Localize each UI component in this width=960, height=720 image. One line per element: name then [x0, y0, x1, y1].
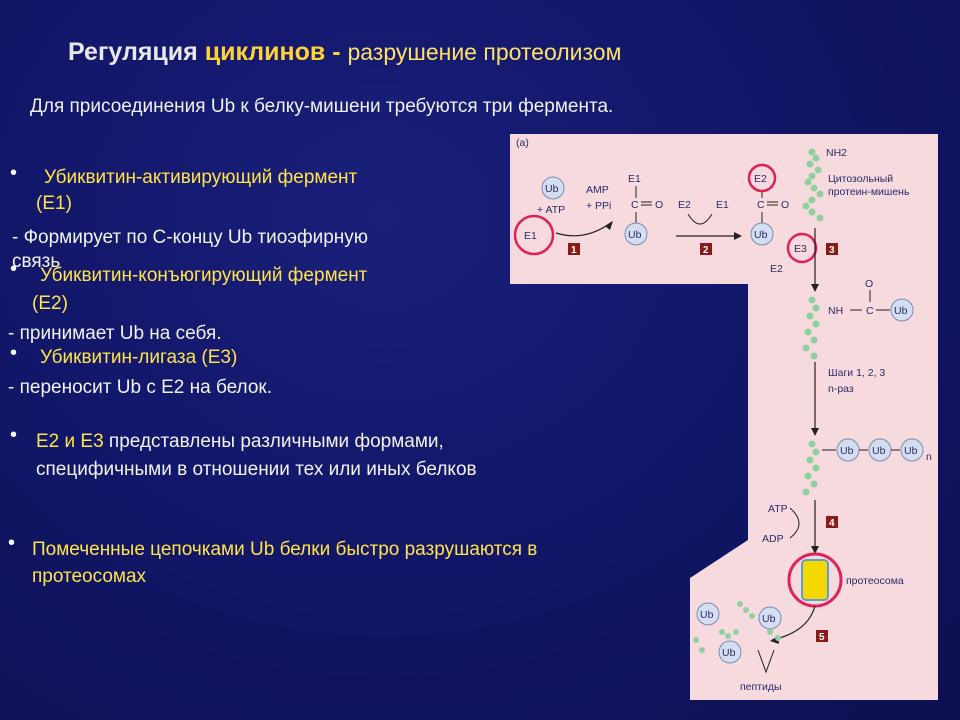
- e1-label: E1: [716, 199, 729, 211]
- ub-label: Ub: [722, 647, 736, 659]
- peptide-line: [757, 649, 775, 674]
- arrow-head-icon: [605, 221, 613, 230]
- ub-bubble: [718, 640, 742, 664]
- ub-bubble: [696, 602, 720, 626]
- enzyme-e3-name: Убиквитин-лигаза (E3): [40, 347, 238, 368]
- oxygen-label: O: [781, 199, 789, 211]
- step-badge: [826, 243, 838, 255]
- ub-label: Ub: [700, 609, 714, 621]
- enzyme-e1-desc-cont: связь: [12, 251, 61, 272]
- proteasome-label: протеосома: [846, 575, 904, 587]
- e2-label: E2: [770, 263, 783, 275]
- carbon-label: C: [631, 199, 639, 211]
- amp-label: AMP: [586, 184, 609, 196]
- step-badge: [816, 630, 828, 642]
- peptide-fragments: [693, 601, 781, 653]
- enzyme-e1-desc: - Формирует по С-концу Ub тиоэфирную: [12, 227, 369, 248]
- ub-label: Ub: [894, 305, 908, 317]
- cytosolic-label-2: протеин-мишень: [828, 186, 910, 198]
- steps-label-2: n-раз: [828, 383, 854, 395]
- ub-label: Ub: [754, 229, 768, 241]
- ub-bubble: [541, 176, 565, 200]
- ub-bubble: [900, 438, 924, 462]
- note-e2-e3-line2: специфичными в отношении тех или иных бе…: [36, 459, 477, 480]
- step-badge: [826, 516, 838, 528]
- note-proteasome-line1: Помеченные цепочками Ub белки быстро раз…: [32, 539, 538, 560]
- panel-label: (a): [516, 137, 529, 149]
- atp-label: ATP: [768, 503, 788, 515]
- e3-label: E3: [794, 243, 807, 255]
- e2-ring-icon: [747, 163, 777, 193]
- arrow-head-icon: [811, 546, 819, 554]
- enzyme-e1-name: Убиквитин-активирующий фермент: [44, 167, 358, 188]
- bullet-icon: •: [10, 424, 18, 446]
- target-protein-chain: [802, 148, 824, 222]
- step-number: 2: [703, 245, 709, 256]
- slide-title: Регуляция циклинов - разрушение протеоли…: [68, 38, 622, 66]
- atp-label: + ATP: [537, 204, 565, 216]
- e1-label: E1: [524, 230, 537, 242]
- enzyme-e1-abbr: (E1): [36, 193, 72, 214]
- enzyme-e2-abbr: (E2): [32, 293, 68, 314]
- ub-bubble: [624, 222, 648, 246]
- ub-label: Ub: [545, 183, 559, 195]
- ppi-label: + PPi: [586, 200, 611, 212]
- oxygen-label: O: [655, 199, 663, 211]
- step-badge: [700, 243, 712, 255]
- proteasome-icon: [801, 559, 829, 601]
- steps-label-1: Шаги 1, 2, 3: [828, 367, 885, 379]
- oxygen-label: O: [865, 278, 873, 290]
- arrow-icon: [687, 213, 713, 225]
- step-number: 1: [571, 245, 577, 256]
- note-proteasome-line2: протеосомах: [32, 566, 147, 587]
- bullet-icon: •: [10, 342, 18, 364]
- carbon-label: C: [866, 305, 874, 317]
- arrow-head-icon: [811, 428, 819, 436]
- arrow-icon: [789, 507, 800, 539]
- e2-label: E2: [678, 199, 691, 211]
- bullet-icon: •: [10, 258, 18, 280]
- nh2-label: NH2: [826, 147, 847, 159]
- ub-label: Ub: [628, 229, 642, 241]
- ub-label: Ub: [904, 445, 918, 457]
- enzyme-e3-desc: - переносит Ub с E2 на белок.: [8, 377, 273, 398]
- peptides-label: пептиды: [740, 681, 782, 693]
- adp-label: ADP: [762, 533, 784, 545]
- ub-bubble: [890, 298, 914, 322]
- step-number: 3: [829, 245, 835, 256]
- bullet-icon: •: [8, 532, 16, 554]
- enzyme-e2-desc: - принимает Ub на себя.: [8, 323, 222, 344]
- diagram-panel: [510, 134, 938, 700]
- ub-label: Ub: [840, 445, 854, 457]
- cytosolic-label-1: Цитозольный: [828, 173, 893, 185]
- target-protein-chain: [802, 440, 820, 496]
- arrow-head-icon: [734, 232, 742, 240]
- step-badge: [568, 243, 580, 255]
- nh-label: NH: [828, 305, 843, 317]
- ub-label: Ub: [872, 445, 886, 457]
- e2-label: E2: [754, 173, 767, 185]
- chain-n-label: n: [926, 451, 932, 463]
- e3-ring-icon: [786, 232, 818, 264]
- ub-label: Ub: [762, 613, 776, 625]
- e1-ring-icon: [513, 214, 555, 256]
- note-e2-e3-line1: E2 и E3 представлены различными формами,: [36, 431, 444, 452]
- e1-label: E1: [628, 173, 641, 185]
- step-number: 5: [819, 632, 825, 643]
- carbon-label: C: [757, 199, 765, 211]
- target-protein-chain: [802, 296, 820, 360]
- bullet-icon: •: [10, 162, 18, 184]
- step-number: 4: [829, 518, 835, 529]
- arrow-head-icon: [811, 284, 819, 292]
- ub-bubble: [750, 222, 774, 246]
- enzyme-e2-name: Убиквитин-конъюгирующий фермент: [40, 265, 368, 286]
- intro-text: Для присоединения Ub к белку-мишени треб…: [30, 96, 614, 117]
